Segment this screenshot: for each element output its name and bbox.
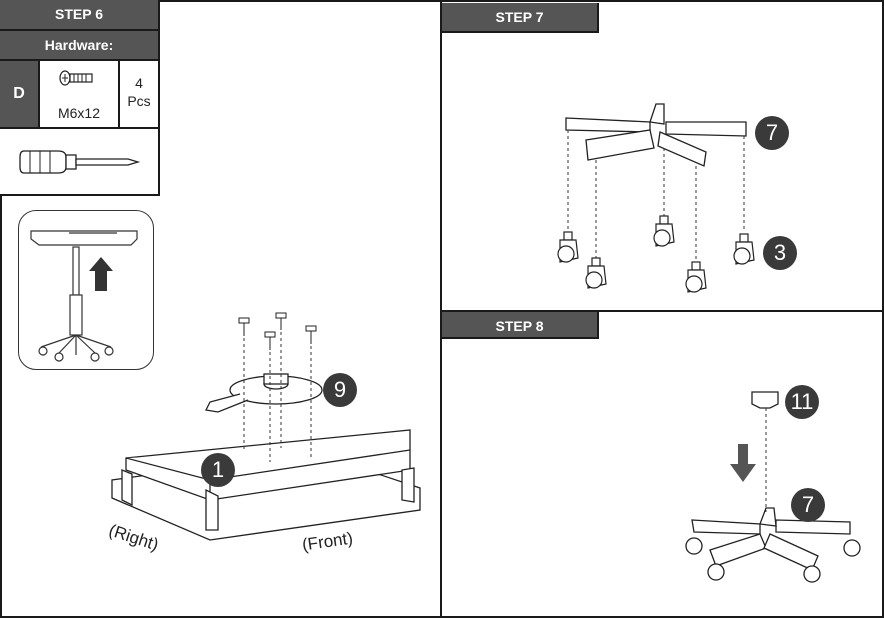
hardware-unit: Pcs [127, 93, 151, 109]
hardware-letter-cell: D [0, 61, 40, 127]
hardware-screw-cell: M6x12 [40, 61, 120, 127]
callout-top: 1 [201, 453, 235, 487]
step7-callout-caster: 3 [763, 236, 797, 270]
caster-2 [585, 257, 607, 289]
caster-5 [733, 233, 755, 265]
hardware-item-row: D M6x12 4 Pcs [0, 61, 158, 129]
hardware-label: Hardware: [0, 31, 158, 61]
screwdriver-icon [19, 150, 141, 174]
arrow-down-icon [730, 444, 756, 482]
caster-4 [685, 261, 707, 293]
hardware-qty: 4 [135, 75, 143, 91]
hardware-box: STEP 6 Hardware: D M6x12 4 Pcs [0, 0, 160, 196]
step6-title: STEP 6 [0, 0, 158, 31]
caster-3 [653, 215, 675, 247]
hardware-size: M6x12 [57, 105, 101, 121]
stand-inset-drawing [30, 230, 138, 362]
arrow-up-icon [89, 257, 113, 291]
step6-drawing [111, 312, 421, 541]
step7-panel [440, 0, 884, 312]
stand-inset [18, 210, 154, 370]
callout-plate: 9 [323, 373, 357, 407]
step7-callout-base: 7 [755, 116, 789, 150]
hardware-qty-cell: 4 Pcs [120, 61, 158, 127]
tool-row [0, 129, 158, 194]
step8-callout-cap: 11 [785, 385, 819, 419]
screw-icon [59, 70, 93, 86]
hardware-letter: D [13, 85, 25, 102]
caster-1 [557, 231, 579, 263]
step7-title: STEP 7 [442, 3, 599, 33]
step8-callout-base: 7 [791, 488, 825, 522]
step8-title: STEP 8 [442, 312, 599, 339]
cap-part [751, 391, 779, 409]
